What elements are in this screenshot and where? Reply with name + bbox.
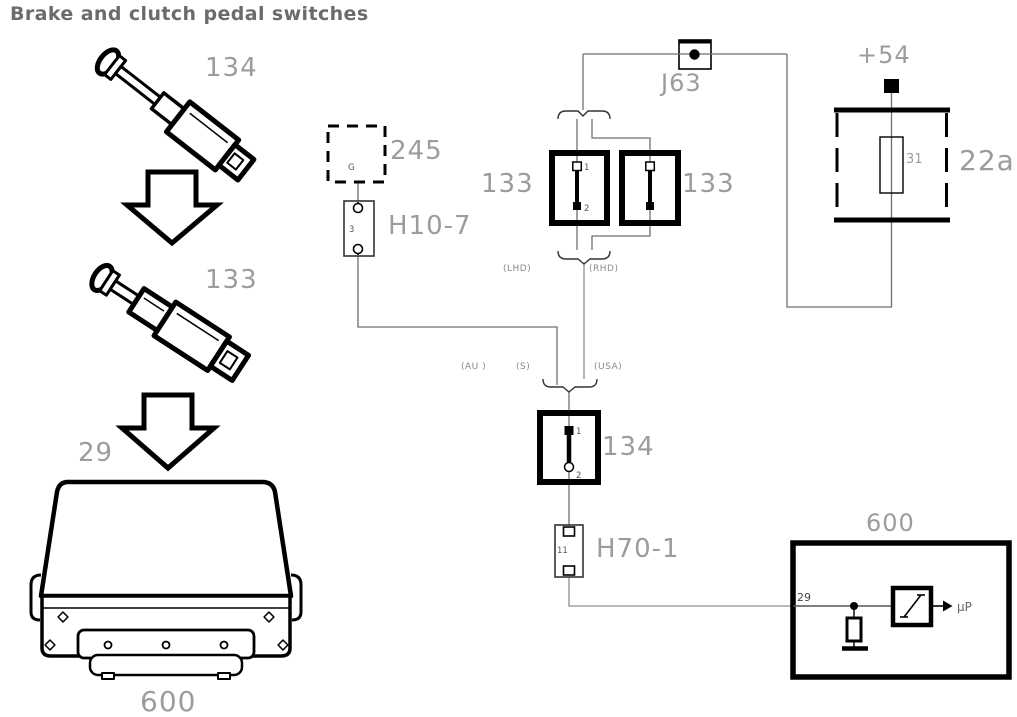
clutch-switch-pin2: 2 <box>576 471 581 481</box>
clutch-switch-label: 134 <box>602 432 655 462</box>
brake-switch-right-box <box>619 150 681 226</box>
brake-switch-right-label: 133 <box>682 169 735 199</box>
brake-switch-illustration <box>89 262 252 383</box>
ecu-600-pin-label: 29 <box>797 591 811 604</box>
variant-s-label: (S) <box>516 362 530 372</box>
arrow-head <box>943 600 953 612</box>
component-245-label: 245 <box>390 136 443 166</box>
ecu-600-box <box>790 540 1012 680</box>
connector-h70-1 <box>554 524 584 578</box>
wire-braces <box>542 110 611 393</box>
page-title: Brake and clutch pedal switches <box>10 3 369 25</box>
power-feed-label: +54 <box>857 41 911 69</box>
connector-h10-7-label: H10-7 <box>388 211 472 241</box>
component-245-pin-label: G <box>348 163 355 173</box>
ecu-illustration-label: 600 <box>140 685 196 717</box>
wire <box>786 54 893 308</box>
relay-22a-box <box>834 107 950 223</box>
clutch-switch-illustration <box>94 47 257 183</box>
wire <box>568 577 793 607</box>
down-arrow-icon <box>115 392 221 472</box>
component-245 <box>326 124 387 184</box>
ecu-600-processor-label: μP <box>957 600 972 614</box>
variant-rhd-label: (RHD) <box>589 264 618 274</box>
brake-switch-left-box <box>549 150 610 226</box>
connector-h70-1-label: H70-1 <box>596 534 680 564</box>
junction-j63-dot <box>689 49 700 60</box>
ecu-illustration <box>29 479 303 680</box>
junction-j63-label: J63 <box>659 69 702 97</box>
input-stage-symbol <box>890 585 934 628</box>
brake-switch-left-pin2: 2 <box>584 204 589 214</box>
power-feed-symbol <box>884 79 899 93</box>
clutch-switch-pin1: 1 <box>576 427 581 437</box>
connector-h70-1-pin-label: 11 <box>557 546 568 556</box>
brake-switch-left-pin1: 1 <box>584 163 589 173</box>
brake-switch-illustration-label: 133 <box>205 265 258 295</box>
resistor-symbol <box>845 616 863 643</box>
variant-usa-label: (USA) <box>594 362 622 372</box>
relay-element-label: 31 <box>906 152 923 167</box>
wire <box>357 256 558 385</box>
connector-h10-7-pin-label: 3 <box>349 225 354 235</box>
brake-switch-left-label: 133 <box>481 169 534 199</box>
ecu-600-label: 600 <box>866 509 915 537</box>
connector-h10-7 <box>343 200 375 257</box>
down-arrow-icon <box>120 169 224 247</box>
clutch-switch-illustration-label: 134 <box>205 53 258 83</box>
variant-au-label: (AU ) <box>461 362 486 372</box>
variant-lhd-label: (LHD) <box>503 264 531 274</box>
relay-22a-label: 22a <box>959 144 1015 177</box>
clutch-switch-box <box>537 410 601 485</box>
ecu-pin-ref-label: 29 <box>78 438 113 468</box>
